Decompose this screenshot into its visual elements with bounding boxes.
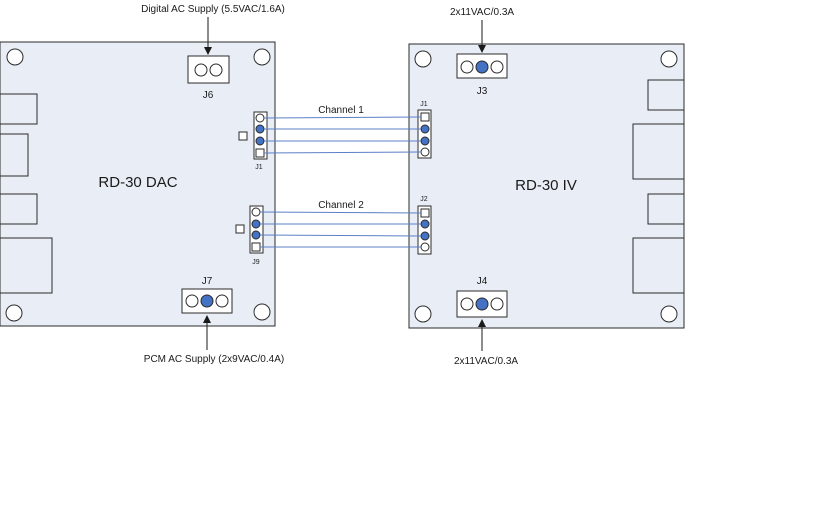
j3-connector: J3 [456,53,508,97]
pcm-ac-supply-label: PCM AC Supply (2x9VAC/0.4A) [144,354,284,365]
digital-ac-supply: Digital AC Supply (5.5VAC/1.6A) [141,4,285,55]
connector-pin [200,294,214,308]
edge-connector [647,79,685,111]
header-pin-square [420,112,430,122]
edge-connector [0,93,38,125]
connector-pin [209,63,223,77]
polarity-marker [238,131,248,141]
mounting-hole [6,48,24,66]
mounting-hole [414,305,432,323]
dac-board-title: RD-30 DAC [98,174,177,191]
iv-j2-housing [417,205,432,255]
j4-label: J4 [477,276,488,287]
iv-top-supply-label: 2x11VAC/0.3A [450,7,514,18]
header-pin [251,230,261,240]
channel-2-label: Channel 2 [318,200,364,211]
mounting-hole [253,48,271,66]
iv-bottom-supply: 2x11VAC/0.3A [454,319,518,367]
j4-connector: J4 [456,276,508,318]
digital-ac-supply-label: Digital AC Supply (5.5VAC/1.6A) [141,4,285,15]
mounting-hole [660,50,678,68]
connector-pin [460,297,474,311]
wire [259,211,422,214]
channel-1-label: Channel 1 [318,105,364,116]
iv-j1-label: J1 [420,101,428,108]
dac-j1-housing [253,111,268,160]
edge-connector [0,133,29,177]
pcm-ac-supply: PCM AC Supply (2x9VAC/0.4A) [144,315,284,365]
header-pin [255,136,265,146]
connector-pin [475,60,489,74]
mounting-hole [414,50,432,68]
iv-board-title: RD-30 IV [515,177,577,194]
connector-pin [475,297,489,311]
wire [263,151,422,154]
j6-connector: J6 [187,55,230,101]
header-pin [251,219,261,229]
j7-connector: J7 [181,276,233,314]
mounting-hole [253,303,271,321]
header-pin [251,207,261,217]
iv-top-supply: 2x11VAC/0.3A [450,7,514,53]
dac-j9-housing [249,205,264,254]
header-pin-square [420,208,430,218]
connector-pin [490,60,504,74]
iv-j2-header: J2 [417,196,432,255]
header-pin-square [251,242,261,252]
mounting-hole [660,305,678,323]
header-pin [420,147,430,157]
channel-1-wires: Channel 1 [263,105,422,154]
header-pin [255,124,265,134]
j6-label: J6 [203,90,214,101]
edge-connector [632,123,685,180]
edge-connector [632,237,685,294]
mounting-hole [5,304,23,322]
wire [259,234,422,237]
connector-pin [460,60,474,74]
edge-connector [0,237,53,294]
channel-2-wires: Channel 2 [259,200,422,248]
header-pin [255,113,265,123]
header-pin [420,124,430,134]
header-pin [420,136,430,146]
edge-connector [647,193,685,225]
header-pin [420,231,430,241]
connector-pin [194,63,208,77]
polarity-marker [235,224,245,234]
dac-j1-header: J1 [238,111,268,171]
iv-j1-housing [417,109,432,159]
header-pin-square [255,148,265,158]
header-pin [420,242,430,252]
dac-j9-header: J9 [235,205,264,266]
arrow-up-icon [203,315,211,323]
arrow-up-icon [478,319,486,327]
dac-j1-label: J1 [255,164,263,171]
arrow-down-icon [478,45,486,53]
arrow-down-icon [204,47,212,55]
iv-j2-label: J2 [420,196,428,203]
j3-label: J3 [477,86,488,97]
j6-housing [187,55,230,84]
wire [263,116,422,119]
edge-connector [0,193,38,225]
j7-label: J7 [202,276,213,287]
connector-pin [490,297,504,311]
connector-pin [215,294,229,308]
header-pin [420,219,430,229]
iv-bottom-supply-label: 2x11VAC/0.3A [454,356,518,367]
iv-board: RD-30 IV J3 J4 J1 [408,43,685,329]
dac-board: RD-30 DAC J6 J7 J1 [0,41,276,327]
dac-j9-label: J9 [252,259,260,266]
connector-pin [185,294,199,308]
